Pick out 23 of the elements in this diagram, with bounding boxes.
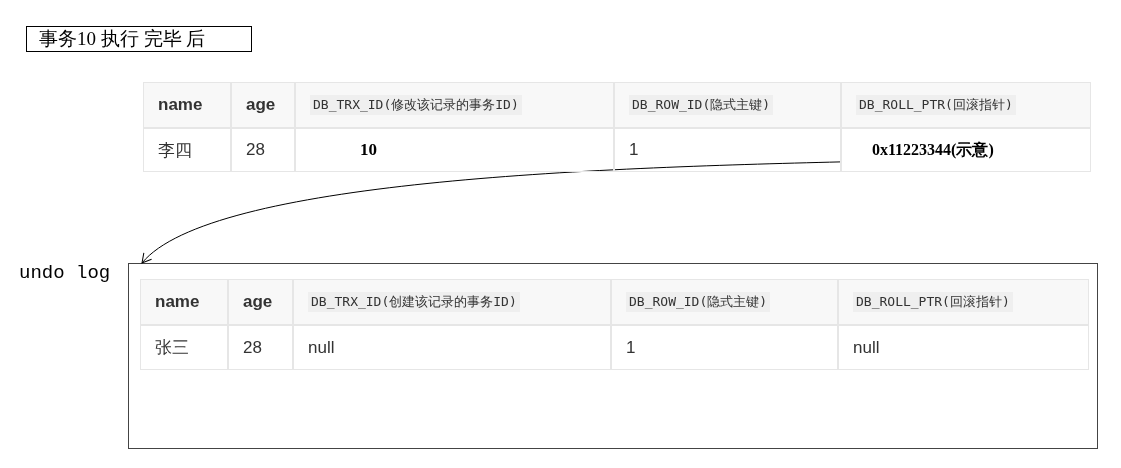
code-label: DB_TRX_ID(创建该记录的事务ID) xyxy=(308,292,520,312)
code-label: DB_ROW_ID(隐式主键) xyxy=(629,95,774,115)
table-cell: 1 xyxy=(611,325,838,370)
header-cell: name xyxy=(140,279,228,325)
code-label: DB_TRX_ID(修改该记录的事务ID) xyxy=(310,95,522,115)
table-cell: null xyxy=(838,325,1089,370)
header-cell: age xyxy=(231,82,295,128)
code-label: DB_ROLL_PTR(回滚指针) xyxy=(853,292,1013,312)
table-cell: 28 xyxy=(228,325,293,370)
table-cell: 1 xyxy=(614,128,841,172)
header-cell: name xyxy=(143,82,231,128)
code-label: DB_ROW_ID(隐式主键) xyxy=(626,292,771,312)
header-cell: age xyxy=(228,279,293,325)
table-cell: 0x11223344(示意) xyxy=(841,128,1091,172)
code-label: DB_ROLL_PTR(回滚指针) xyxy=(856,95,1016,115)
table-cell: 28 xyxy=(231,128,295,172)
table-cell: 张三 xyxy=(140,325,228,370)
table-cell: null xyxy=(293,325,611,370)
table-cell: 10 xyxy=(295,128,614,172)
title-box: 事务10 执行 完毕 后 xyxy=(26,26,252,52)
box-heading: undo log xyxy=(19,262,111,284)
curved-arrow xyxy=(141,161,842,264)
table-cell: 李四 xyxy=(143,128,231,172)
